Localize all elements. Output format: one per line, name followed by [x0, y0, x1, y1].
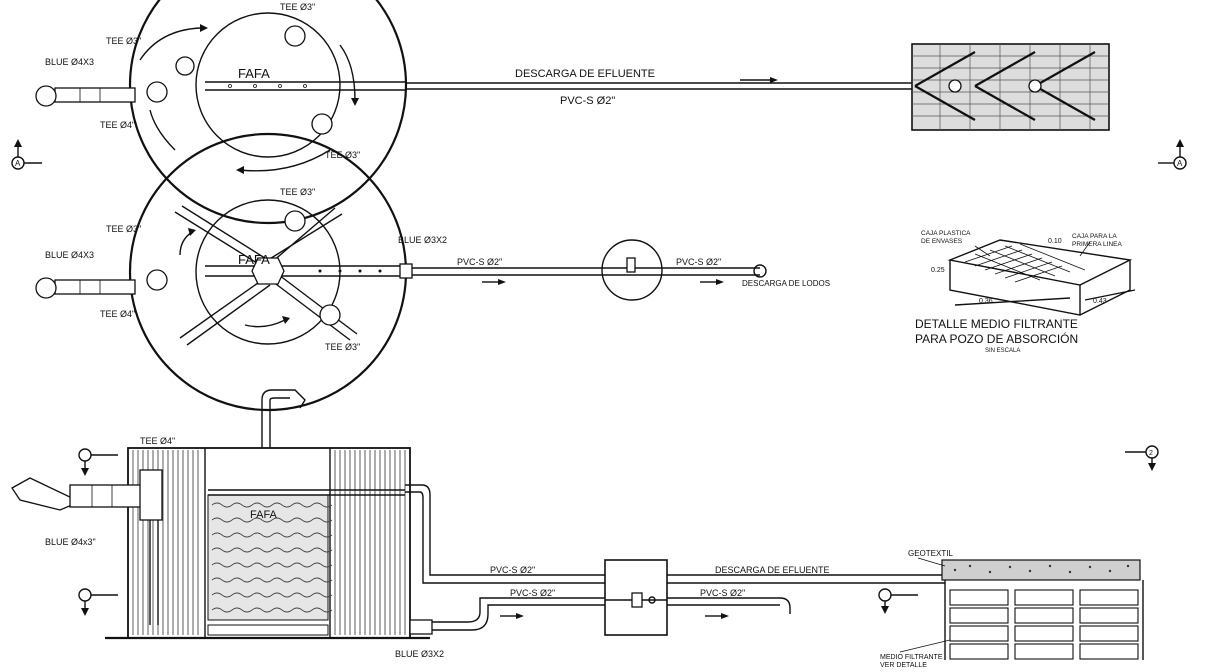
dim-w2: 0.43	[1093, 298, 1107, 305]
section-marker-b-left-bottom	[78, 588, 118, 616]
outlet-fitting	[409, 619, 433, 635]
svg-text:A: A	[15, 159, 21, 168]
tee-icon	[284, 25, 306, 47]
pipe-lower-label-1: PVC-S Ø2"	[510, 588, 555, 598]
pipe-lower-label-2: PVC-S Ø2"	[700, 588, 745, 598]
filter-media-detail: CAJA PLASTICA DE ENVASES CAJA PARA LA PR…	[915, 230, 1136, 354]
dim-w1: 0.36	[979, 298, 993, 305]
filter-media-label-1: MEDIO FILTRANTE	[880, 654, 943, 661]
section-marker-b-pit	[878, 588, 918, 614]
valve-chamber	[601, 239, 663, 301]
frame-box-label-2: PRIMERA LINEA	[1072, 241, 1123, 248]
outlet-label: BLUE Ø3X2	[398, 235, 447, 245]
pipe-label: PVC-S Ø2"	[560, 95, 615, 107]
geotextile-label: GEOTEXTIL	[908, 549, 953, 558]
filter-media-label-2: VER DETALLE	[880, 662, 927, 669]
detail-title-2: PARA POZO DE ABSORCIÓN	[915, 331, 1078, 346]
tee-top-label: TEE Ø4"	[140, 436, 175, 446]
svg-text:A: A	[1177, 159, 1183, 168]
tee-icon	[146, 269, 168, 291]
flow-arrow	[149, 109, 176, 151]
inlet-elbow-icon	[35, 85, 57, 107]
tee-upper-left-label: TEE Ø3"	[106, 36, 141, 46]
tee-lower-left-label: TEE Ø4"	[100, 120, 135, 130]
inlet-pipe	[69, 484, 143, 508]
inlet-label: BLUE Ø4X3	[45, 250, 94, 260]
tank-label: FAFA	[250, 509, 278, 521]
flow-arrow	[139, 27, 201, 61]
inlet-label: BLUE Ø4X3	[45, 57, 94, 67]
plastic-box-label: CAJA PLASTICA	[921, 230, 971, 237]
tee-icon	[175, 56, 195, 76]
section-marker-b-right: 2	[1125, 445, 1159, 471]
inlet-elbow-icon	[11, 477, 73, 511]
pipe-label-1: PVC-S Ø2"	[457, 257, 502, 267]
tee-icon	[146, 81, 168, 103]
inlet-label: BLUE Ø4x3"	[45, 537, 96, 547]
dim-top: 0.10	[1048, 238, 1062, 245]
section-marker-left: A	[11, 139, 42, 170]
frame-box-label: CAJA PARA LA	[1072, 233, 1117, 240]
sludge-label: DESCARGA DE LODOS	[742, 279, 830, 288]
detail-scale: SIN ESCALA	[985, 348, 1020, 354]
tee-icon	[319, 304, 341, 326]
tank-label: FAFA	[238, 252, 270, 267]
pipe-upper-label: PVC-S Ø2"	[490, 565, 535, 575]
tee-top-label: TEE Ø3"	[280, 187, 315, 197]
tee-upper-left-label: TEE Ø3"	[106, 224, 141, 234]
absorption-pit-plan	[911, 43, 1110, 131]
tee-icon	[284, 210, 306, 232]
tank-inner-circle	[195, 12, 341, 158]
section-marker-b-left-top	[78, 448, 118, 476]
section-marker-right: A	[1158, 139, 1187, 170]
inlet-elbow-icon	[35, 277, 57, 299]
plan-view-middle: TEE Ø3" TEE Ø3" BLUE Ø4X3 TEE Ø4" TEE Ø3…	[35, 132, 830, 412]
tee-top-label: TEE Ø3"	[280, 2, 315, 12]
geotextile-layer	[941, 559, 1141, 581]
detail-title-1: DETALLE MEDIO FILTRANTE	[915, 317, 1078, 331]
outlet-label: BLUE Ø3X2	[395, 649, 444, 659]
tee-lower-left-label: TEE Ø4"	[100, 309, 135, 319]
tank-outer-circle	[128, 0, 408, 225]
section-view: FAFA TEE Ø4" BLUE Ø4x3	[11, 389, 1144, 669]
filter-media-boxes	[949, 589, 1139, 660]
pipe-label-2: PVC-S Ø2"	[676, 257, 721, 267]
inlet-pipe	[54, 279, 136, 295]
flow-arrow	[239, 149, 331, 172]
tee-bottom-label: TEE Ø3"	[325, 342, 360, 352]
discharge-label: DESCARGA DE EFLUENTE	[515, 68, 655, 80]
inlet-pipe	[54, 87, 136, 103]
tee-icon	[311, 113, 333, 135]
svg-text:2: 2	[1149, 450, 1153, 457]
flow-arrow	[339, 44, 356, 101]
tee-icon	[139, 469, 163, 521]
plastic-box-label-2: DE ENVASES	[921, 238, 963, 245]
plan-view-top: TEE Ø3" TEE Ø3" BLUE Ø4X3 TEE Ø4" TEE Ø3…	[35, 0, 1110, 225]
tank-label: FAFA	[238, 66, 270, 81]
dim-side: 0.25	[931, 267, 945, 274]
discharge-label: DESCARGA DE EFLUENTE	[715, 565, 830, 575]
